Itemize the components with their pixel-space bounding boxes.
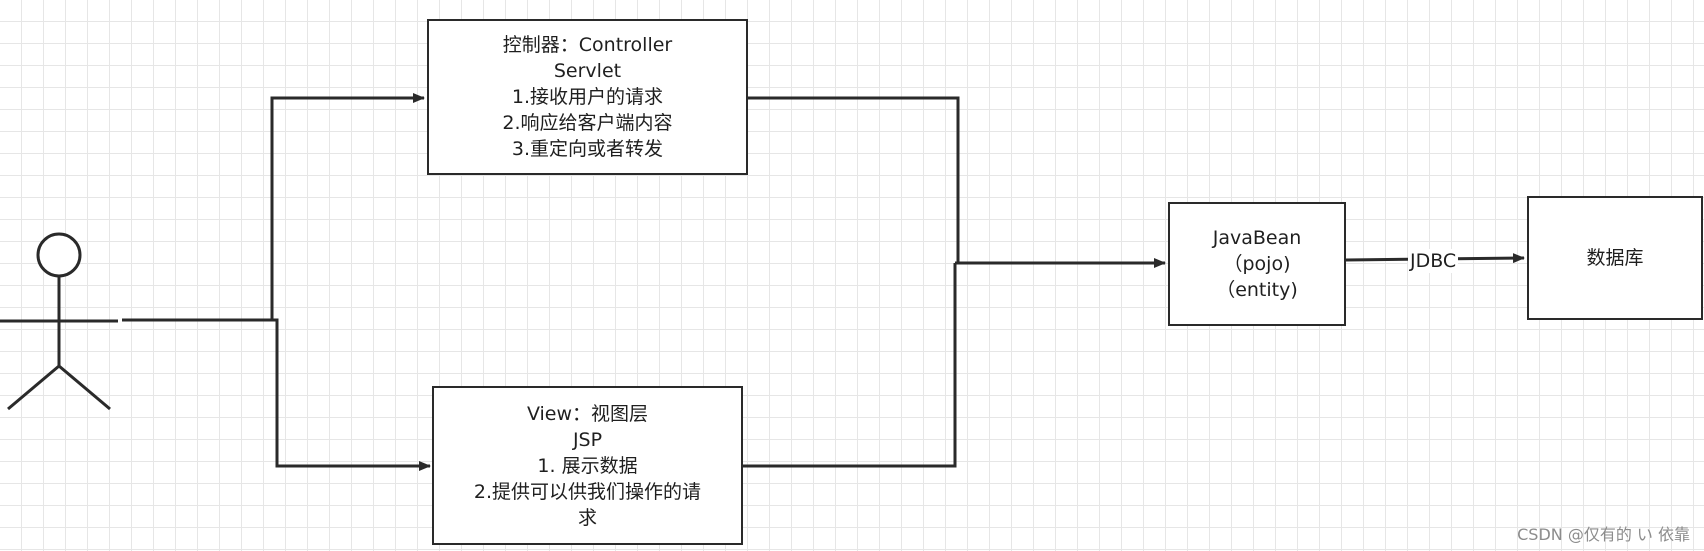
javabean-pojo: （pojo)	[1223, 253, 1291, 275]
view-duty-2: 2.提供可以供我们操作的请	[473, 480, 702, 503]
view-to-javabean-connector	[743, 263, 957, 468]
controller-duty-3: 3.重定向或者转发	[511, 138, 664, 160]
controller-duty-1: 1.接收用户的请求	[511, 86, 664, 108]
controller-subtitle: Servlet	[553, 60, 622, 82]
controller-to-javabean-connector	[748, 96, 960, 262]
view-duty-1: 1. 展示数据	[537, 454, 638, 477]
csdn-watermark: CSDN @仅有的 い 依靠	[1517, 525, 1690, 544]
view-subtitle: JSP	[572, 428, 603, 451]
javabean-box: JavaBean （pojo) （entity)	[1168, 202, 1346, 326]
actor-to-view-arrow	[272, 318, 431, 471]
javabean-entity: （entity)	[1216, 279, 1298, 301]
view-box: View：视图层 JSP 1. 展示数据 2.提供可以供我们操作的请 求	[432, 386, 743, 545]
actor-right-leg	[58, 364, 111, 411]
javabean-title: JavaBean	[1212, 227, 1302, 249]
view-duty-2-continued: 求	[577, 506, 597, 529]
user-actor-icon	[0, 232, 118, 411]
actor-to-controller-arrow	[270, 93, 425, 320]
view-title: View：视图层	[526, 402, 649, 425]
controller-box: 控制器：Controller Servlet 1.接收用户的请求 2.响应给客户…	[427, 19, 748, 175]
controller-title: 控制器：Controller	[502, 34, 673, 56]
database-label: 数据库	[1586, 247, 1644, 269]
actor-left-leg	[7, 364, 60, 411]
controller-duty-2: 2.响应给客户端内容	[502, 112, 673, 134]
actor-head	[36, 232, 82, 278]
jdbc-label: JDBC	[1408, 249, 1459, 273]
database-box: 数据库	[1527, 196, 1703, 320]
